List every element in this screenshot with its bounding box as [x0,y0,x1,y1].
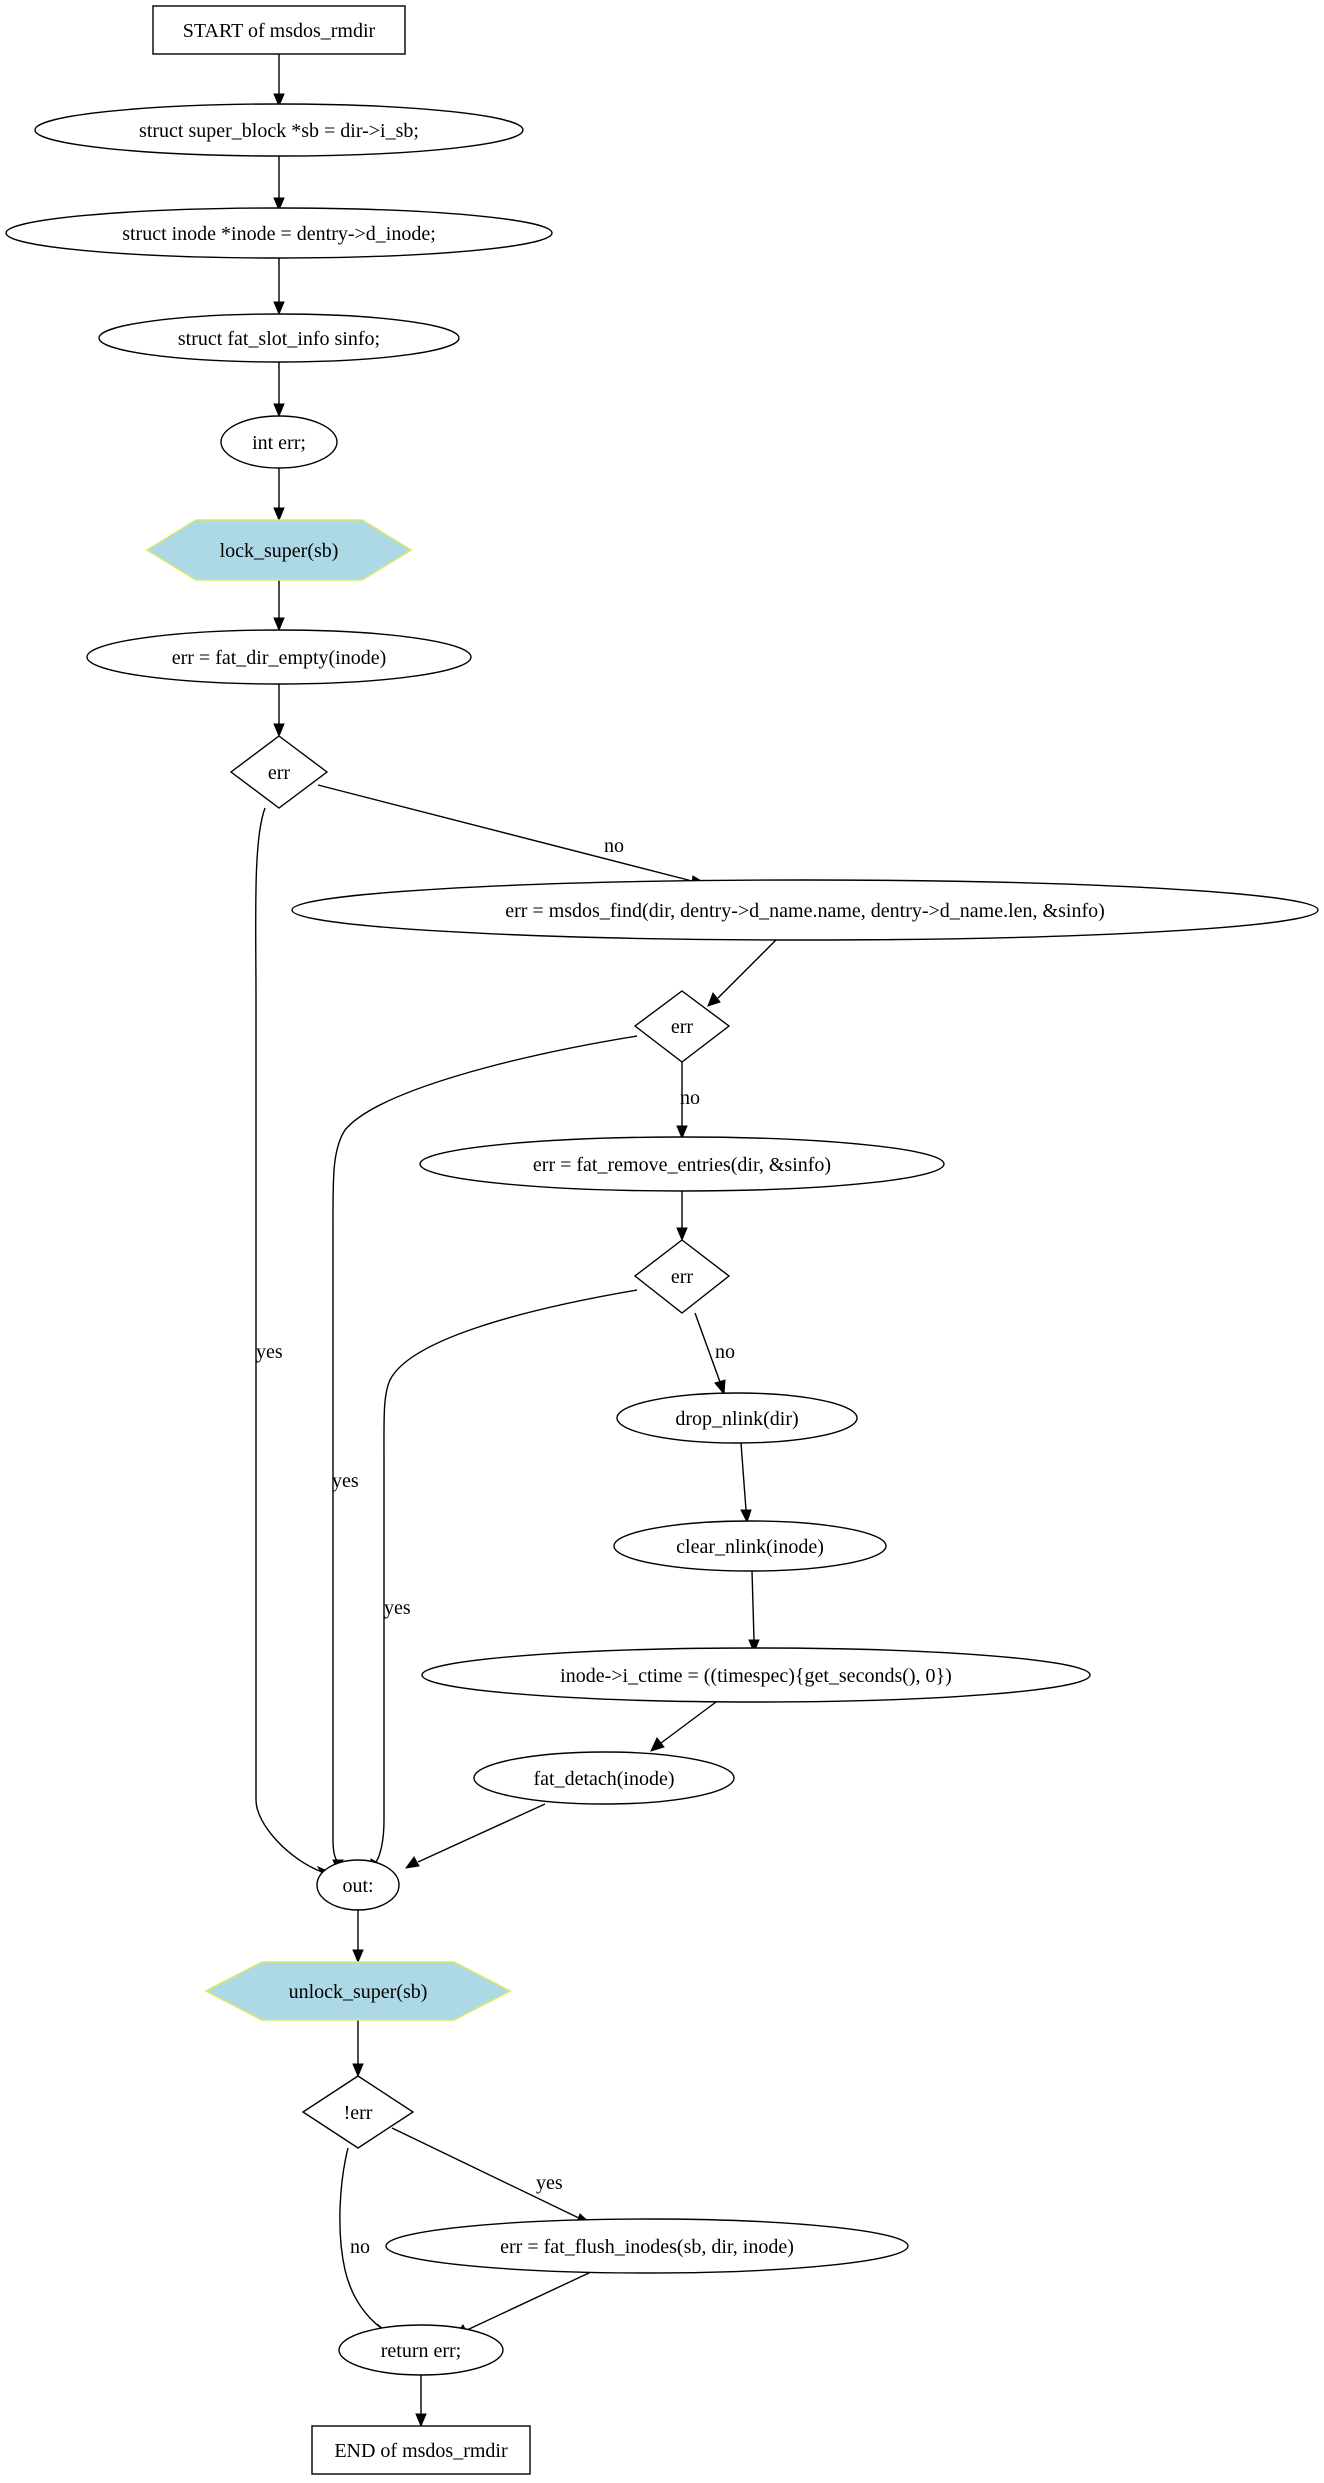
edge-find-d2 [717,939,777,999]
edge-label-d1-yes: yes [256,1341,283,1363]
return-label: return err; [381,2340,462,2362]
edge-label-d4-yes: yes [536,2172,563,2194]
decision-d1: err [229,735,329,809]
interr-label: int err; [252,432,306,454]
d1-label: err [268,762,291,784]
interr-node: int err; [220,415,338,469]
edge-flush-ret [466,2271,592,2331]
inode-node: struct inode *inode = dentry->d_inode; [5,207,553,259]
ctime-label: inode->i_ctime = ((timespec){get_seconds… [560,1665,952,1687]
edge-d2-out [332,1035,638,1863]
inode-label: struct inode *inode = dentry->d_inode; [122,223,436,245]
start-node: START of msdos_rmdir [152,5,406,55]
arrowhead [676,1227,688,1242]
ctime-node: inode->i_ctime = ((timespec){get_seconds… [421,1647,1091,1703]
end-node: END of msdos_rmdir [311,2425,531,2475]
edge-detach-out [417,1803,546,1863]
arrowhead [748,1639,760,1654]
find-label: err = msdos_find(dir, dentry->d_name.nam… [505,900,1105,922]
edge-labels: no yes no yes no yes yes no [256,835,735,2258]
arrowhead [273,617,285,632]
dirempty-label: err = fat_dir_empty(inode) [172,647,387,669]
arrowhead [415,2413,427,2428]
out-label: out: [342,1875,373,1897]
arrowhead [650,1737,665,1752]
lock-label: lock_super(sb) [220,540,339,562]
find-node: err = msdos_find(dir, dentry->d_name.nam… [291,879,1319,941]
edge-label-d4-no: no [350,2236,370,2258]
decision-d3: err [633,1239,731,1314]
decision-d4: !err [301,2075,415,2149]
out-node: out: [316,1859,400,1911]
start-label: START of msdos_rmdir [183,20,376,42]
dropnlink-node: drop_nlink(dir) [616,1392,858,1444]
edge-clearnlink-ctime [751,1570,755,1641]
edge-d3-dropnlink [694,1312,721,1383]
edges [254,54,777,2428]
edge-dropnlink-clearnlink [740,1442,747,1511]
edge-label-d1-no: no [604,835,624,857]
return-node: return err; [338,2324,504,2376]
flush-label: err = fat_flush_inodes(sb, dir, inode) [500,2236,794,2258]
arrowhead [273,197,285,212]
sinfo-node: struct fat_slot_info sinfo; [98,313,460,363]
sb-node: struct super_block *sb = dir->i_sb; [34,103,524,157]
dropnlink-label: drop_nlink(dir) [675,1408,798,1430]
edge-d1-out [254,807,323,1873]
unlock-label: unlock_super(sb) [289,1981,428,2003]
arrowhead [404,1856,420,1869]
arrowhead [273,507,285,522]
d4-label: !err [344,2102,373,2124]
arrowhead [273,93,285,108]
arrowhead [740,1509,752,1524]
edge-label-d3-yes: yes [384,1597,411,1619]
sinfo-label: struct fat_slot_info sinfo; [178,328,380,350]
edge-label-d2-no: no [680,1087,700,1109]
clearnlink-label: clear_nlink(inode) [676,1536,824,1558]
edge-d3-out [375,1289,638,1863]
arrowhead [273,723,285,738]
arrowhead [707,991,721,1007]
edge-label-d2-yes: yes [332,1470,359,1492]
detach-node: fat_detach(inode) [473,1751,735,1805]
edge-d4-ret [339,2147,382,2329]
arrowhead [676,1125,688,1140]
clearnlink-node: clear_nlink(inode) [613,1520,887,1572]
lock-node: lock_super(sb) [145,519,413,581]
edge-label-d3-no: no [715,1341,735,1363]
decision-d2: err [633,990,731,1063]
nodes: START of msdos_rmdir struct super_block … [5,5,1319,2475]
detach-label: fat_detach(inode) [533,1768,674,1790]
edge-d1-find [317,784,697,883]
arrowhead [273,301,285,316]
d3-label: err [671,1266,694,1288]
sb-label: struct super_block *sb = dir->i_sb; [139,120,419,142]
arrowhead [714,1379,726,1396]
dirempty-node: err = fat_dir_empty(inode) [86,629,472,685]
unlock-node: unlock_super(sb) [204,1961,512,2021]
end-label: END of msdos_rmdir [334,2440,508,2462]
remove-node: err = fat_remove_entries(dir, &sinfo) [419,1136,945,1192]
edge-d4-flush [391,2127,584,2221]
arrowhead [273,403,285,418]
arrowhead [352,1949,364,1964]
edge-ctime-detach [660,1701,717,1744]
flush-node: err = fat_flush_inodes(sb, dir, inode) [385,2218,909,2274]
arrowhead [352,2063,364,2078]
d2-label: err [671,1016,694,1038]
remove-label: err = fat_remove_entries(dir, &sinfo) [533,1154,831,1176]
